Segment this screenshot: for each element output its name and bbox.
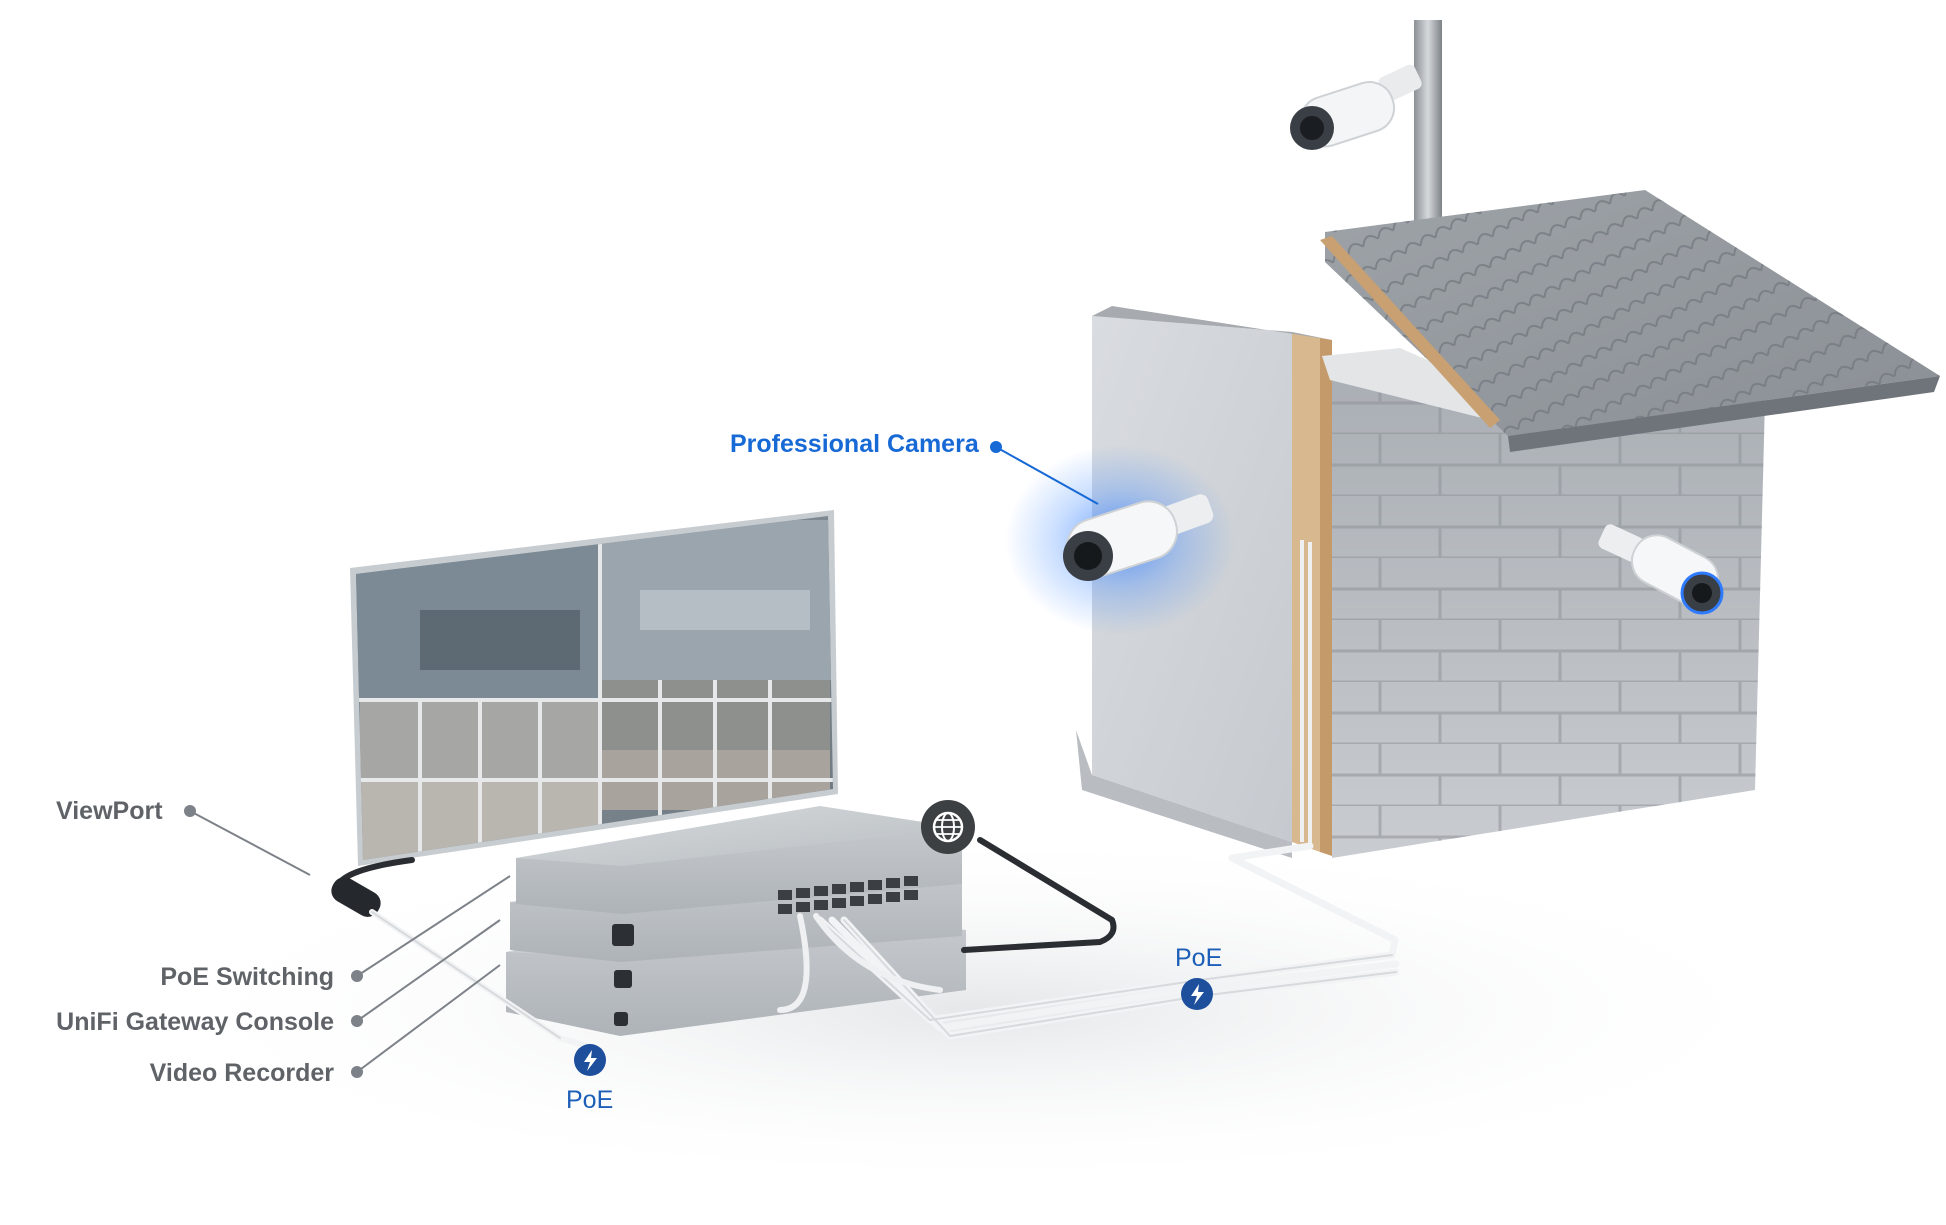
wall-camera — [1598, 524, 1724, 615]
label-viewport: ViewPort — [56, 797, 163, 825]
device-stack — [506, 806, 966, 1036]
label-gateway-console: UniFi Gateway Console — [56, 1008, 334, 1036]
leader-lines — [189, 446, 1099, 1073]
poe-label-left: PoE — [566, 1086, 614, 1114]
viewport-monitor — [350, 510, 838, 866]
poe-right-lightning-bolt-icon — [1181, 978, 1213, 1010]
label-video-recorder: Video Recorder — [149, 1059, 334, 1087]
house-illustration — [1076, 20, 1940, 858]
label-professional-camera: Professional Camera — [730, 430, 979, 458]
camera-pole — [1414, 20, 1442, 235]
pole-camera — [1290, 64, 1422, 150]
leader-dots — [184, 441, 1002, 1078]
poe-label-right: PoE — [1175, 944, 1223, 972]
label-poe-switching: PoE Switching — [160, 963, 334, 991]
professional-camera — [1005, 445, 1235, 635]
globe-icon — [921, 800, 975, 854]
poe-left-lightning-bolt-icon — [574, 1044, 606, 1076]
